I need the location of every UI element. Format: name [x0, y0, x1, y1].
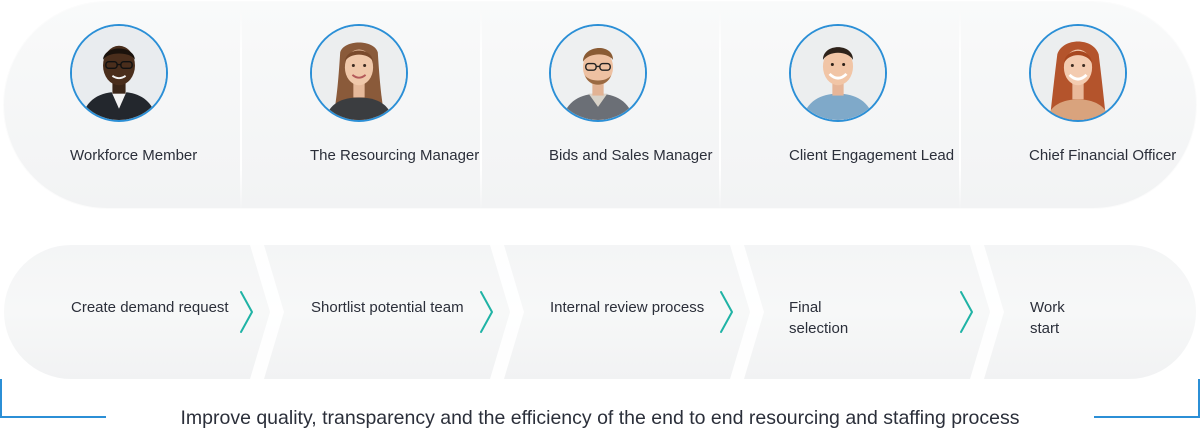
step-label: Final selection	[789, 299, 849, 337]
chevron-shadow	[970, 245, 1004, 379]
role-bids-sales-manager: Bids and Sales Manager	[549, 2, 749, 208]
role-divider	[719, 10, 721, 208]
person-avatar-icon	[1029, 24, 1127, 122]
chevron-shadow	[490, 245, 524, 379]
chevron-right-icon	[479, 290, 495, 334]
step-label: Shortlist potential team	[311, 299, 464, 316]
role-label: The Resourcing Manager	[310, 147, 480, 164]
person-avatar-icon	[549, 24, 647, 122]
role-chief-financial-officer: Chief Financial Officer	[1029, 2, 1196, 208]
process-panel: Create demand request Shortlist potentia…	[4, 245, 1196, 379]
role-resourcing-manager: The Resourcing Manager	[310, 2, 510, 208]
step-label: Create demand request	[71, 299, 229, 316]
role-label: Bids and Sales Manager	[549, 147, 713, 164]
chevron-shadow	[250, 245, 284, 379]
role-client-engagement-lead: Client Engagement Lead	[789, 2, 989, 208]
role-divider	[959, 10, 961, 208]
roles-panel: Workforce Member The Resourcing Manager	[4, 2, 1196, 208]
step-label: Internal review process	[550, 299, 705, 316]
chevron-right-icon	[719, 290, 735, 334]
role-label: Chief Financial Officer	[1029, 147, 1177, 164]
chevron-shadow	[730, 245, 764, 379]
chevron-right-icon	[959, 290, 975, 334]
bracket-right	[1094, 379, 1200, 418]
summary-caption: Improve quality, transparency and the ef…	[180, 407, 1020, 429]
role-label: Client Engagement Lead	[789, 147, 955, 164]
person-avatar-icon	[789, 24, 887, 122]
step-label: Work start	[1030, 299, 1065, 337]
bracket-left	[0, 379, 106, 418]
person-avatar-icon	[70, 24, 168, 122]
role-divider	[240, 10, 242, 208]
chevron-right-icon	[239, 290, 255, 334]
person-avatar-icon	[310, 24, 408, 122]
role-workforce-member: Workforce Member	[70, 2, 270, 208]
role-label: Workforce Member	[70, 147, 198, 164]
role-divider	[480, 10, 482, 208]
